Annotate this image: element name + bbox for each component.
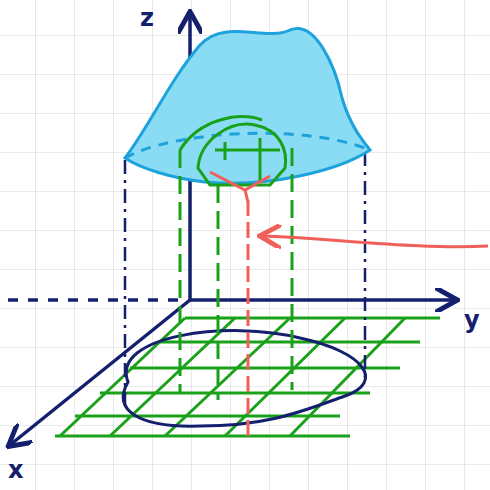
axis-label: z [140,6,154,30]
projection-lines [125,152,365,405]
axis-label: y [464,308,480,332]
axis-label: x [8,458,23,482]
surface [125,29,370,184]
axes [8,14,455,445]
surface-back-edge [125,133,370,158]
region-outline [123,331,365,427]
column-element [180,117,292,400]
height-marker [210,172,488,442]
